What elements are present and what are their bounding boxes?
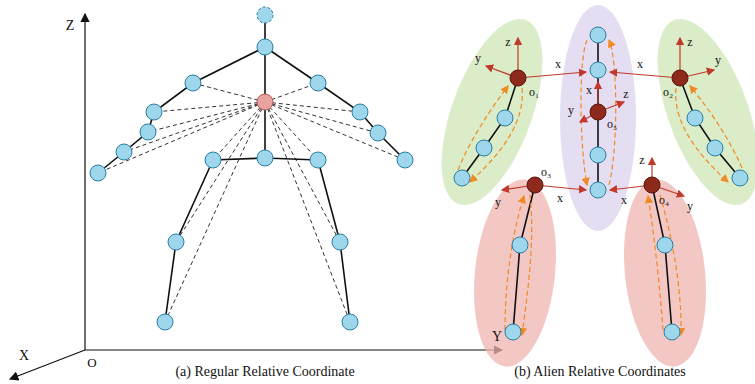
axis-label: Z <box>66 19 75 33</box>
motion-arrows <box>458 40 742 335</box>
origin-label: o₃ <box>541 166 551 178</box>
axis-label: z <box>639 154 644 166</box>
axis-label: x <box>557 192 563 204</box>
caption: (b) Alien Relative Coordinates <box>514 365 685 379</box>
axis-label: y <box>715 54 721 66</box>
joints <box>90 7 413 330</box>
bones <box>98 15 405 322</box>
origin-label: o₂ <box>663 86 673 98</box>
axis-label: X <box>19 349 29 363</box>
origin-label: o₄ <box>659 194 669 206</box>
origin-label: o₁ <box>529 86 539 98</box>
axis-label: z <box>623 88 628 100</box>
axis-label: z <box>505 36 510 48</box>
axis-label: x <box>555 58 561 70</box>
body-part-regions <box>421 5 755 371</box>
caption: (a) Regular Relative Coordinate <box>175 365 354 379</box>
axis-label: x <box>586 84 592 96</box>
origin-joints <box>510 70 688 193</box>
axis-label: y <box>495 196 501 208</box>
local-axes <box>486 38 714 196</box>
origin-label: o₅ <box>607 118 617 130</box>
relative-lines <box>98 83 405 322</box>
axis-label: Y <box>492 330 502 344</box>
axis-label: y <box>568 104 574 116</box>
axes <box>10 14 502 379</box>
joints <box>454 27 748 340</box>
axis-label: x <box>621 194 627 206</box>
axis-label: O <box>87 356 96 369</box>
axis-label: y <box>475 52 481 64</box>
axis-label: x <box>637 58 643 70</box>
axis-label: y <box>687 200 693 212</box>
bones <box>462 35 740 332</box>
axis-label: z <box>687 36 692 48</box>
